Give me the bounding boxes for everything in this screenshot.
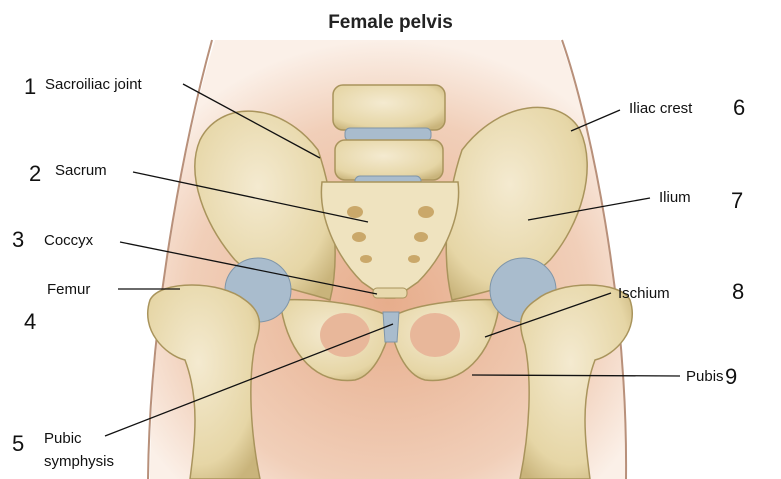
label-ilium: Ilium: [659, 189, 691, 207]
label-iliac-crest: Iliac crest: [629, 100, 692, 118]
label-ischium: Ischium: [618, 285, 670, 303]
label-femur: Femur: [47, 281, 90, 299]
label-pubic-symphysis-line-2: symphysis: [44, 453, 114, 471]
label-coccyx: Coccyx: [44, 232, 93, 250]
label-number-2: 2: [29, 162, 41, 186]
diagram-title: Female pelvis: [0, 12, 781, 34]
label-number-3: 3: [12, 228, 24, 252]
right-obturator-foramen: [410, 313, 460, 357]
label-number-9: 9: [725, 365, 737, 389]
label-number-5: 5: [12, 432, 24, 456]
coccyx: [373, 288, 407, 298]
label-number-1: 1: [24, 75, 36, 99]
label-sacroiliac-joint: Sacroiliac joint: [45, 76, 142, 94]
lumbar-vertebrae: [333, 85, 445, 188]
label-pubic-symphysis-line-1: Pubic: [44, 430, 82, 448]
label-sacrum: Sacrum: [55, 162, 107, 180]
label-pubis: Pubis: [686, 368, 724, 386]
left-obturator-foramen: [320, 313, 370, 357]
label-number-8: 8: [732, 280, 744, 304]
label-number-6: 6: [733, 96, 745, 120]
label-number-7: 7: [731, 189, 743, 213]
label-number-4: 4: [24, 310, 36, 334]
